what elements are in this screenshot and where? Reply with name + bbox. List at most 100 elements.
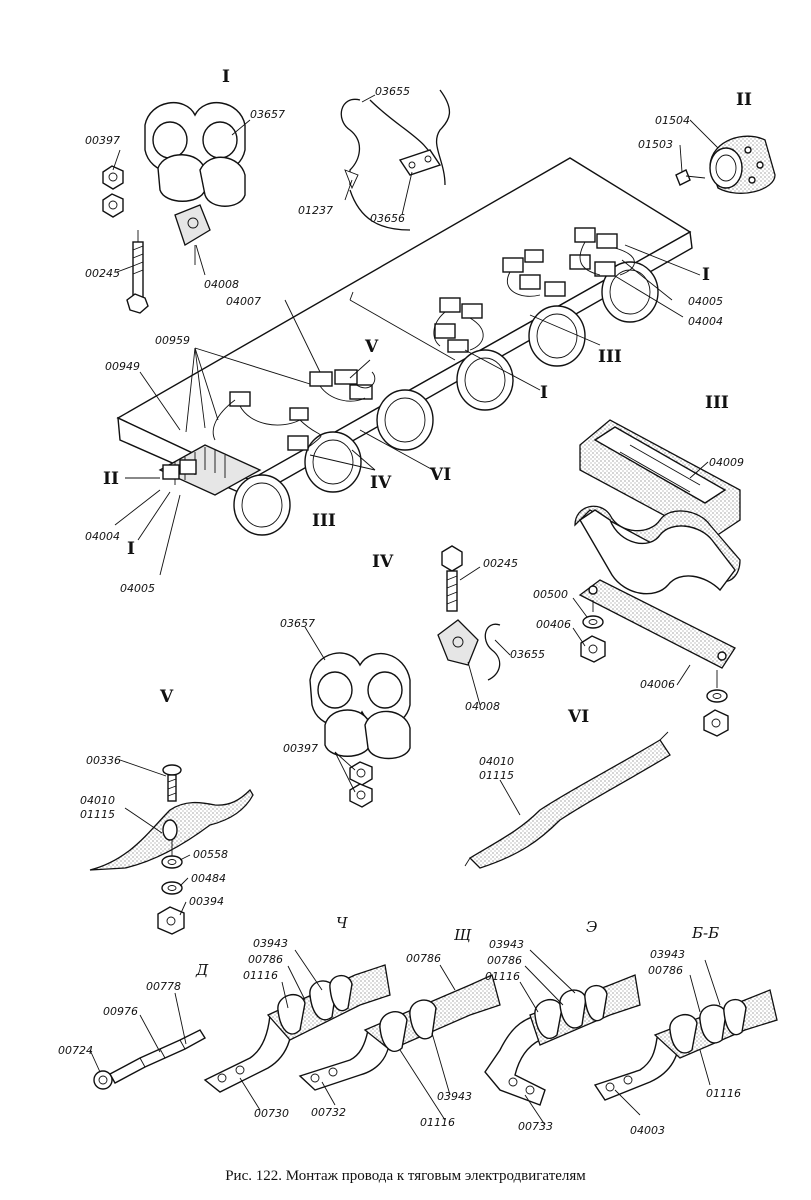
- part-label: 01237: [298, 204, 333, 217]
- part-label: 03655: [375, 85, 410, 98]
- part-label: 00733: [518, 1120, 553, 1133]
- part-label: 03943: [489, 938, 524, 951]
- view-label-V-left: V: [159, 687, 174, 707]
- part-label: 00732: [311, 1106, 346, 1119]
- part-label: 00786: [487, 954, 522, 967]
- view-II-bushing: [675, 135, 776, 194]
- part-label: 00397: [283, 742, 318, 755]
- part-label: 04010: [80, 794, 115, 807]
- part-label: 00786: [248, 953, 283, 966]
- part-label: 00245: [85, 267, 120, 280]
- view-I-clamp: [102, 101, 246, 314]
- part-label: 04008: [204, 278, 239, 291]
- part-label: 03943: [650, 948, 685, 961]
- detail-BB-terminal: [593, 989, 778, 1101]
- clamp-cluster-left: [212, 391, 322, 451]
- nut-IV-lower: [349, 783, 373, 808]
- view-label-II-top: II: [736, 90, 752, 110]
- part-label: 00394: [189, 895, 224, 908]
- part-label: 04003: [630, 1124, 665, 1137]
- part-label: 00778: [146, 980, 181, 993]
- part-label: 01116: [485, 970, 520, 983]
- view-label-bb: Б-Б: [691, 924, 719, 942]
- part-label: 00786: [648, 964, 683, 977]
- view-labels: I II III IV V VI Ч Щ Э Б-Б Д: [159, 67, 752, 979]
- part-label: 00397: [85, 134, 120, 147]
- part-label: 01503: [638, 138, 673, 151]
- part-label: 04004: [85, 530, 120, 543]
- part-label: 00786: [406, 952, 441, 965]
- part-label: 01116: [706, 1087, 741, 1100]
- hook-and-plate: [340, 89, 451, 231]
- part-label: 01116: [420, 1116, 455, 1129]
- part-label: 03657: [280, 617, 315, 630]
- part-label: 00959: [155, 334, 190, 347]
- part-label: 04006: [640, 678, 675, 691]
- main-label-III: III: [312, 511, 336, 531]
- view-III-block-clamp: [574, 419, 741, 737]
- clamp-cluster-right-a: [433, 297, 484, 353]
- view-label-shch: Щ: [454, 926, 472, 944]
- part-label: 04005: [120, 582, 155, 595]
- nut-upper: [102, 165, 124, 190]
- part-label: 01504: [655, 114, 690, 127]
- part-label: 04010: [479, 755, 514, 768]
- part-label: 00730: [254, 1107, 289, 1120]
- view-label-III-right: III: [705, 393, 729, 413]
- terminal-block: [158, 444, 262, 496]
- main-label-I: I: [127, 539, 135, 559]
- motor-drum-1: [233, 474, 291, 536]
- part-label: 00724: [58, 1044, 93, 1057]
- screw-00336: [162, 764, 182, 802]
- view-label-I-top: I: [222, 67, 230, 87]
- main-label-IV: IV: [370, 473, 392, 493]
- view-V-joint: [89, 764, 254, 935]
- nut-00406: [580, 635, 606, 663]
- view-label-d: Д: [195, 961, 209, 979]
- part-label: 00245: [483, 557, 518, 570]
- view-IV-clamp: [309, 545, 501, 808]
- clamp-cluster-right-b: [502, 249, 566, 297]
- main-label-I-right: I: [702, 265, 710, 285]
- part-label: 04007: [226, 295, 261, 308]
- part-label: 00558: [193, 848, 228, 861]
- motor-drum-3: [376, 389, 434, 451]
- nut-IV-upper: [349, 761, 373, 786]
- nut-lower: [102, 193, 124, 218]
- bolt-00245: [126, 241, 149, 314]
- washer-lower-right: [706, 689, 728, 703]
- figure-caption: Рис. 122. Монтаж провода к тяговым элект…: [225, 1168, 586, 1184]
- detail-Shch-terminal: [298, 974, 501, 1091]
- main-label-V: V: [364, 337, 379, 357]
- part-label: 04008: [465, 700, 500, 713]
- part-label: 00336: [86, 754, 121, 767]
- main-frame-assembly: [116, 157, 693, 536]
- view-VI-joint: [464, 731, 671, 869]
- part-label: 00484: [191, 872, 226, 885]
- washer-00500: [582, 615, 604, 629]
- part-label: 03943: [253, 937, 288, 950]
- nut-lower-right: [703, 709, 729, 737]
- detail-D-lug: [93, 1029, 206, 1090]
- view-label-IV-center: IV: [372, 552, 394, 572]
- view-label-VI-center: VI: [567, 707, 589, 727]
- part-label: 04004: [688, 315, 723, 328]
- part-label: 03655: [510, 648, 545, 661]
- part-label: 00949: [105, 360, 140, 373]
- main-view-labels: V I III I VI IV III II I: [103, 265, 710, 559]
- main-label-II: II: [103, 469, 119, 489]
- part-label: 01115: [479, 769, 514, 782]
- main-label-VI: VI: [429, 465, 451, 485]
- main-label-I-mid: I: [540, 383, 548, 403]
- part-label: 00406: [536, 618, 571, 631]
- leader-lines: [89, 94, 721, 1126]
- clamp-cluster-mid: [309, 369, 376, 402]
- part-label: 01115: [80, 808, 115, 821]
- main-label-III-mid: III: [598, 347, 622, 367]
- part-label: 03656: [370, 212, 405, 225]
- part-label: 00500: [533, 588, 568, 601]
- part-number-labels: 00397 03657 03655 01237 03656 00245 0400…: [58, 85, 744, 1137]
- motor-drum-4: [456, 349, 514, 411]
- part-label: 00976: [103, 1005, 138, 1018]
